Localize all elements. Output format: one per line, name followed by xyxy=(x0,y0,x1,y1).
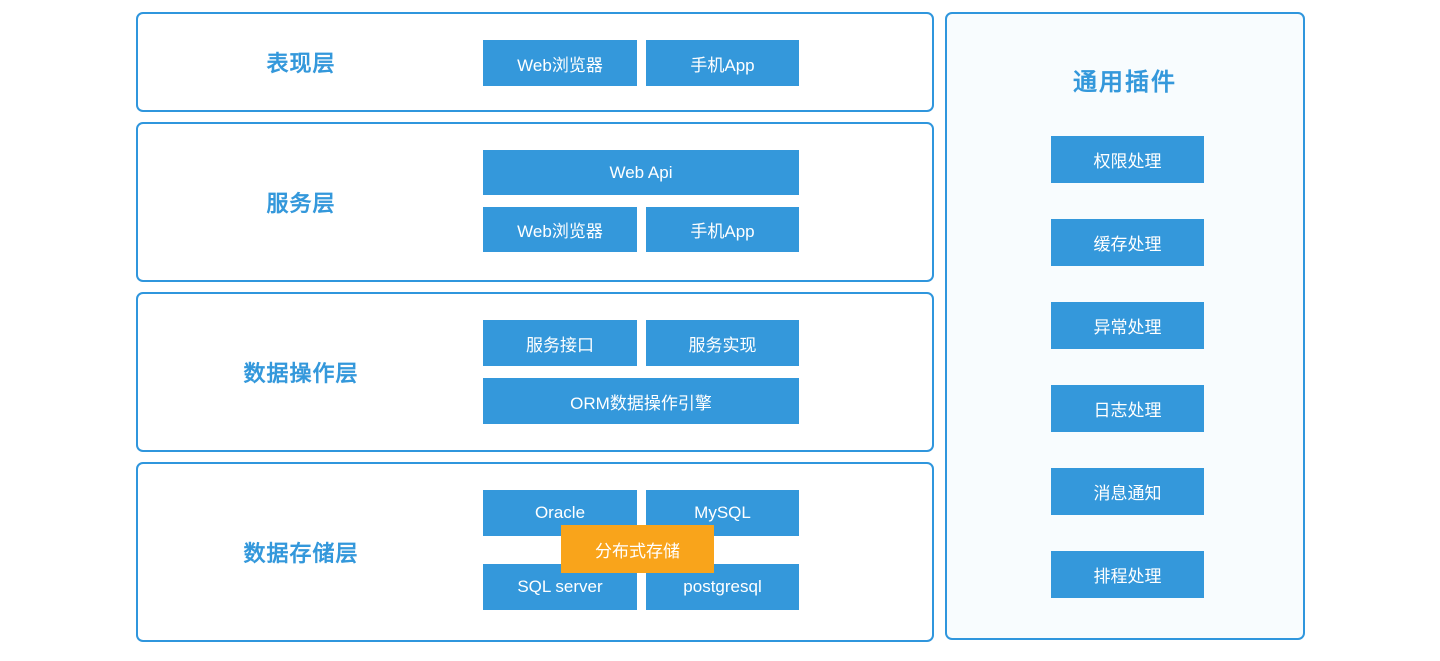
node-exception-handling: 异常处理 xyxy=(1051,302,1204,349)
node-service-implementation: 服务实现 xyxy=(646,320,799,366)
node-web-api: Web Api xyxy=(483,150,799,195)
data-storage-layer-box: 数据存储层 Oracle MySQL SQL server postgresql… xyxy=(136,462,934,642)
node-postgresql: postgresql xyxy=(646,564,799,610)
node-service-interface: 服务接口 xyxy=(483,320,637,366)
node-web-browser: Web浏览器 xyxy=(483,40,637,86)
node-message-notification: 消息通知 xyxy=(1051,468,1204,515)
node-distributed-storage: 分布式存储 xyxy=(561,525,714,573)
node-mobile-app: 手机App xyxy=(646,207,799,252)
presentation-layer-label: 表现层 xyxy=(266,51,336,76)
node-cache-handling: 缓存处理 xyxy=(1051,219,1204,266)
data-operation-layer-label: 数据操作层 xyxy=(243,361,359,386)
node-web-browser: Web浏览器 xyxy=(483,207,637,252)
node-oracle: Oracle xyxy=(483,490,637,536)
presentation-layer-box: 表现层 Web浏览器 手机App xyxy=(136,12,934,112)
node-log-handling: 日志处理 xyxy=(1051,385,1204,432)
node-orm-engine: ORM数据操作引擎 xyxy=(483,378,799,424)
plugins-panel: 通用插件 权限处理 缓存处理 异常处理 日志处理 消息通知 排程处理 xyxy=(945,12,1305,640)
service-layer-label: 服务层 xyxy=(266,191,336,216)
plugins-panel-title: 通用插件 xyxy=(1073,69,1177,96)
node-sql-server: SQL server xyxy=(483,564,637,610)
node-permission-handling: 权限处理 xyxy=(1051,136,1204,183)
node-mobile-app: 手机App xyxy=(646,40,799,86)
service-layer-box: 服务层 Web Api Web浏览器 手机App xyxy=(136,122,934,282)
data-operation-layer-box: 数据操作层 服务接口 服务实现 ORM数据操作引擎 xyxy=(136,292,934,452)
data-storage-layer-label: 数据存储层 xyxy=(243,541,359,566)
node-schedule-handling: 排程处理 xyxy=(1051,551,1204,598)
